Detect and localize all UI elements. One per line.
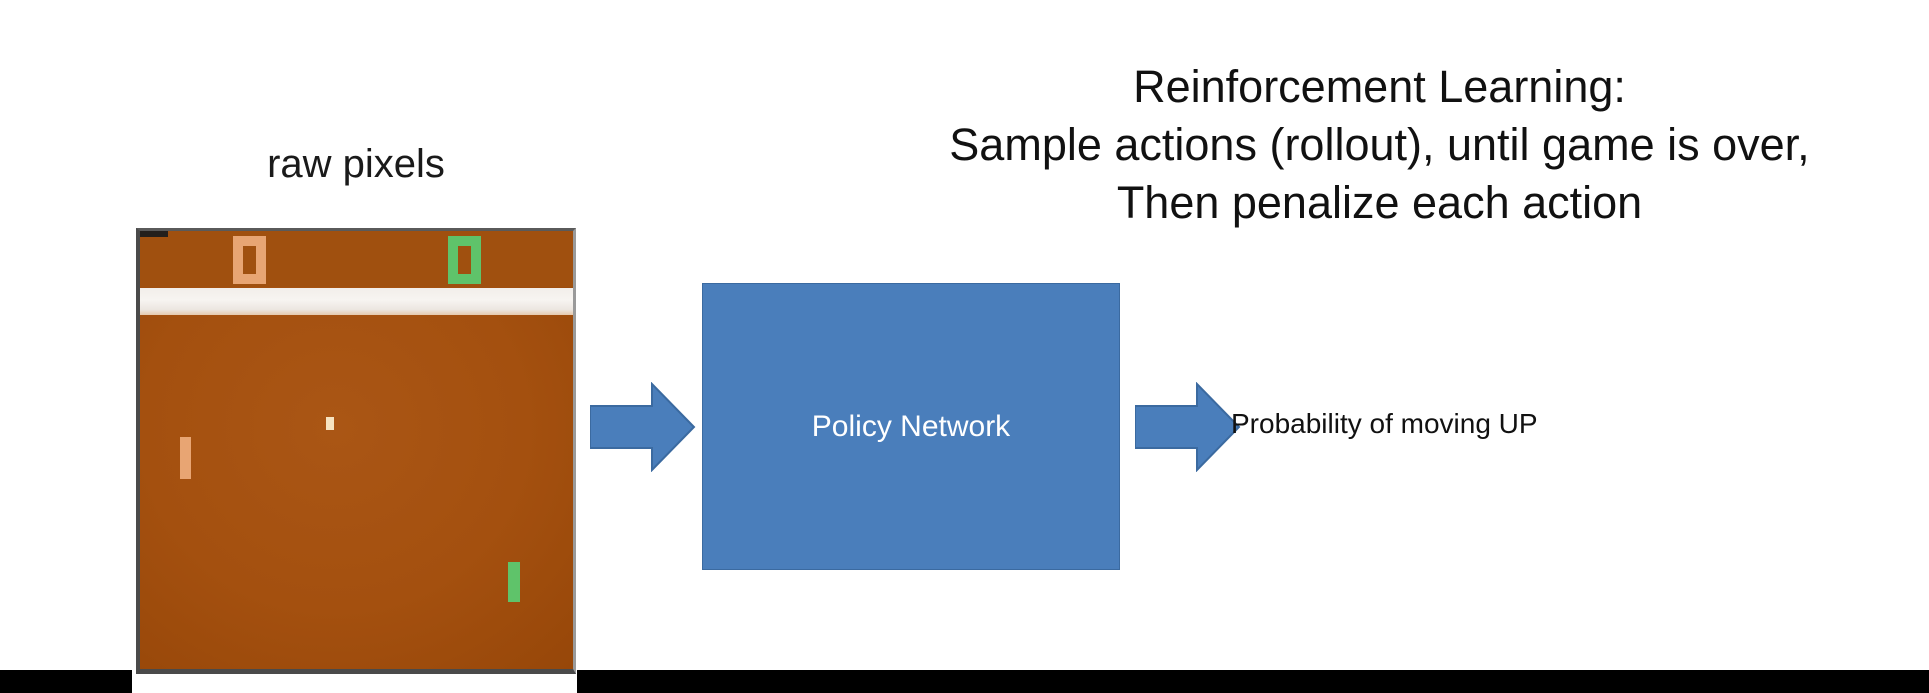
output-probability-label: Probability of moving UP xyxy=(1231,408,1538,439)
pong-ball xyxy=(326,417,334,430)
pong-playfield xyxy=(140,231,573,669)
right-arrow-icon-input xyxy=(590,382,696,472)
pong-score-left xyxy=(233,236,266,284)
policy-network-label: Policy Network xyxy=(811,409,1011,443)
pong-divider-line xyxy=(140,288,573,315)
pong-scoreboard xyxy=(140,231,573,287)
letterbox-bar-right xyxy=(577,670,1929,693)
pong-score-right xyxy=(448,236,481,284)
pong-game-screenshot xyxy=(136,228,576,674)
right-arrow-icon-output xyxy=(1135,382,1241,472)
pong-score-left-glyph-hole xyxy=(243,246,256,274)
pong-corner-marker xyxy=(140,231,168,237)
raw-pixels-caption: raw pixels xyxy=(267,142,445,186)
heading-line-2: Sample actions (rollout), until game is … xyxy=(949,119,1810,170)
heading-line-3: Then penalize each action xyxy=(1116,177,1643,228)
heading-line-1: Reinforcement Learning: xyxy=(1133,61,1626,112)
letterbox-bar-left xyxy=(0,670,132,693)
pong-score-right-glyph-hole xyxy=(458,246,471,274)
slide-heading: Reinforcement Learning: Sample actions (… xyxy=(830,58,1929,232)
pong-paddle-right xyxy=(508,562,520,602)
pong-paddle-left xyxy=(180,437,191,479)
policy-network-box[interactable]: Policy Network xyxy=(702,283,1120,570)
